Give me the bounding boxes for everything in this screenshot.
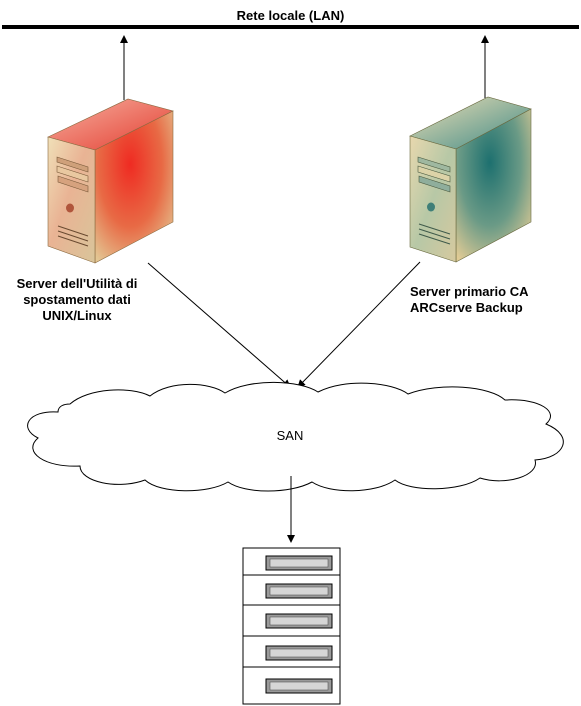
left-server-label: Server dell'Utilità di spostamento dati … (16, 276, 138, 323)
left-server-to-san-arrow (147, 262, 291, 388)
san-label: SAN (276, 428, 304, 443)
left-server-icon (47, 98, 174, 264)
right-server-icon (409, 96, 532, 263)
storage-drive (265, 613, 333, 629)
right-server-to-san-arrow (297, 261, 421, 388)
storage-drive (265, 583, 333, 599)
storage-array-icon (242, 547, 341, 705)
right-server-label: Server primario CA ARCserve Backup (410, 284, 529, 315)
lan-label: Rete locale (LAN) (236, 8, 345, 23)
storage-drive (265, 555, 333, 571)
san-cloud-icon (27, 381, 564, 492)
storage-drive (265, 678, 333, 694)
storage-drive (265, 645, 333, 661)
